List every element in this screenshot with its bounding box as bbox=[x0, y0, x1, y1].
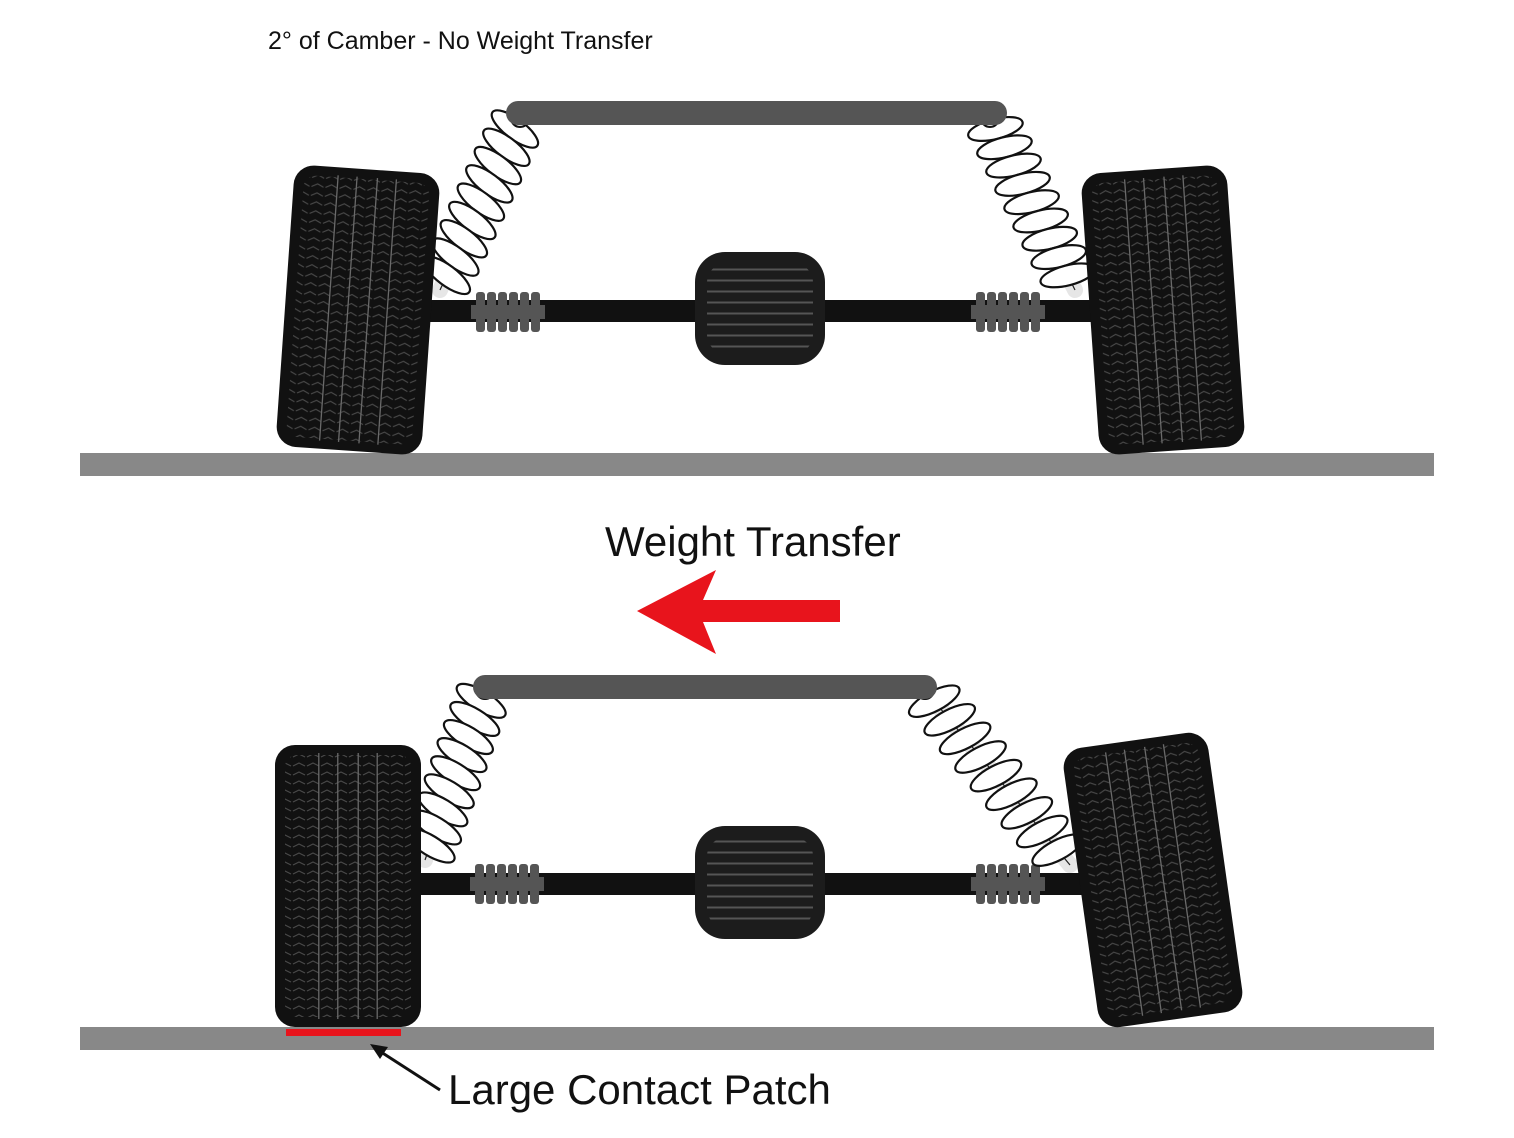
coilover-spring-right-top bbox=[966, 109, 1098, 292]
tire-left-top bbox=[275, 164, 440, 455]
ground-bottom bbox=[80, 1027, 1434, 1050]
tire-left-bottom bbox=[275, 745, 421, 1027]
tire-right-bottom bbox=[1061, 730, 1245, 1030]
left-arrow-icon bbox=[637, 570, 840, 654]
top-caption: 2° of Camber - No Weight Transfer bbox=[268, 27, 653, 55]
weight-transfer-caption: Weight Transfer bbox=[605, 518, 901, 565]
coilover-spring-right-bottom bbox=[905, 679, 1087, 872]
cv-boot-left-bottom bbox=[470, 864, 544, 904]
cv-boot-left-top bbox=[471, 292, 545, 332]
scene-with-weight-transfer: Large Contact Patch bbox=[80, 678, 1434, 1113]
differential-bottom bbox=[695, 826, 825, 939]
contact-patch-caption: Large Contact Patch bbox=[448, 1066, 831, 1113]
contact-patch bbox=[286, 1029, 401, 1036]
scene-no-weight-transfer: 2° of Camber - No Weight Transfer bbox=[80, 27, 1434, 476]
cv-boot-right-top bbox=[971, 292, 1045, 332]
weight-transfer-indicator: Weight Transfer bbox=[605, 518, 901, 654]
cv-boot-right-bottom bbox=[971, 864, 1045, 904]
tire-right-top bbox=[1080, 164, 1245, 455]
ground-top bbox=[80, 453, 1434, 476]
contact-patch-pointer bbox=[370, 1044, 440, 1090]
differential-top bbox=[695, 252, 825, 365]
